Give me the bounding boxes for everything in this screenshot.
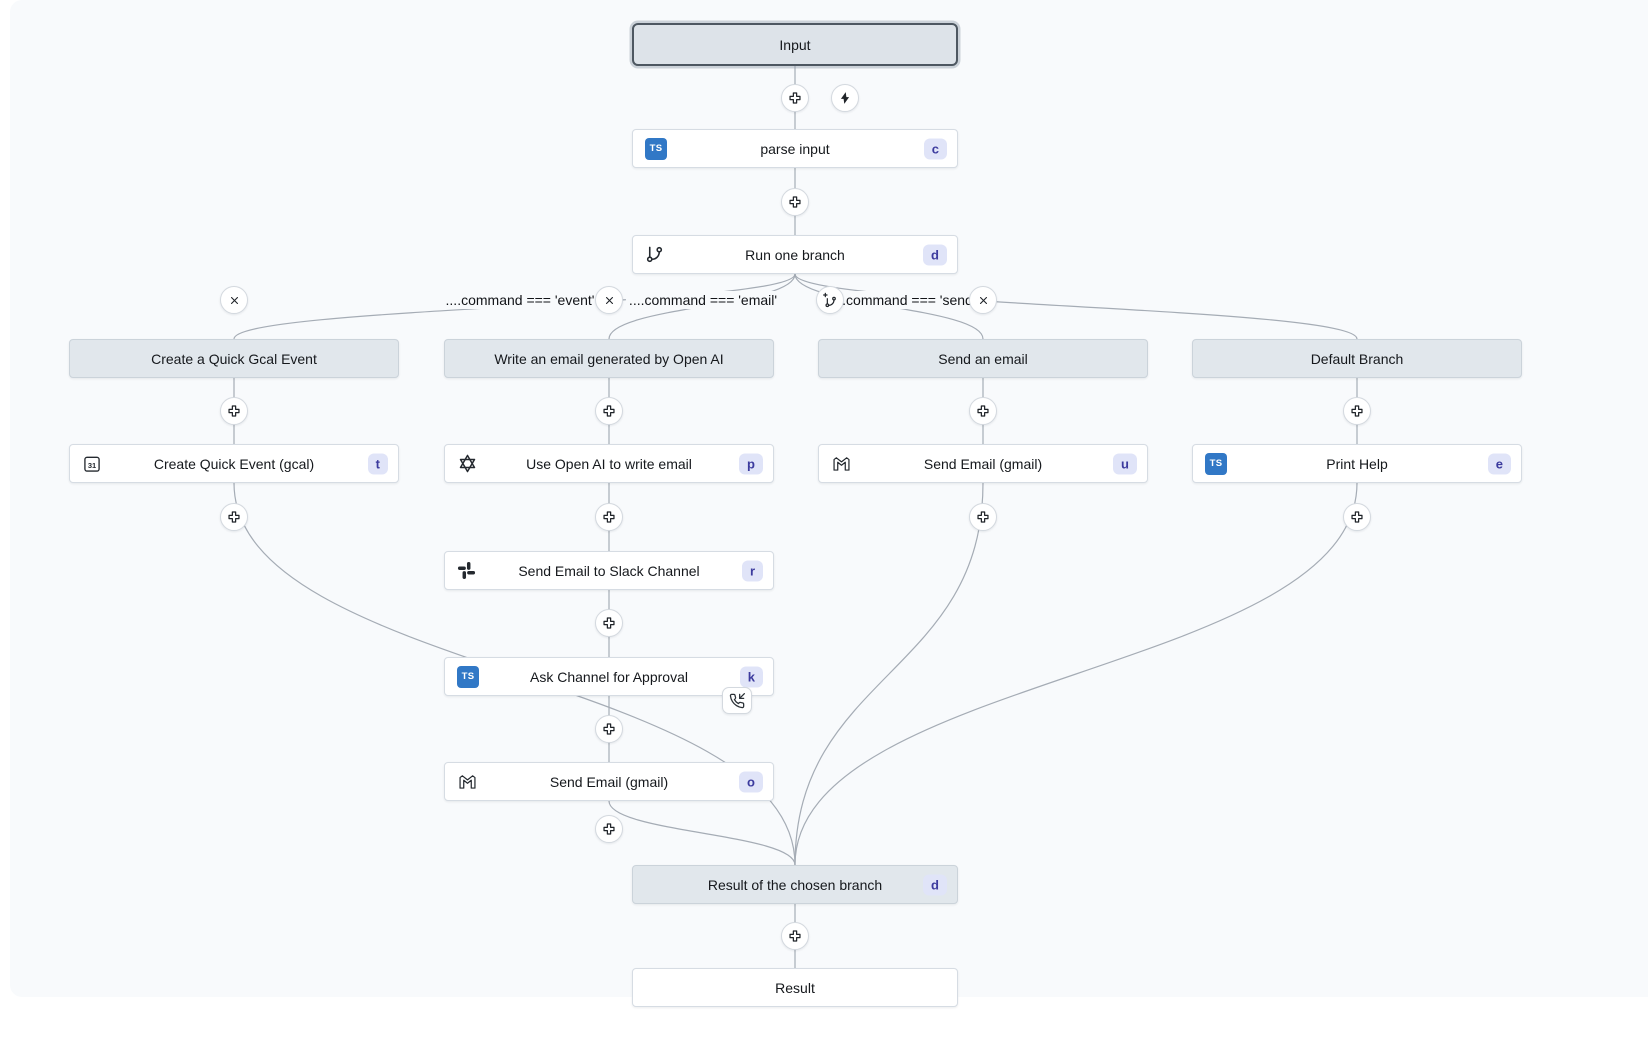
openai-icon [457, 453, 478, 474]
branch-add-icon [822, 292, 838, 308]
plus-icon [1350, 510, 1364, 524]
node-label: parse input [760, 140, 830, 157]
gmail-icon [457, 771, 478, 792]
node-send-email-gmail-branch3[interactable]: Send Email (gmail) u [818, 444, 1148, 483]
node-label: Use Open AI to write email [526, 455, 692, 472]
node-label: Result [775, 979, 815, 996]
add-branch-button[interactable] [816, 286, 844, 314]
node-result-chosen-branch[interactable]: Result of the chosen branch d [632, 865, 958, 904]
plus-icon [788, 929, 802, 943]
phone-incoming-icon [729, 692, 745, 709]
insert-step-button[interactable] [1343, 503, 1371, 531]
insert-step-button[interactable] [220, 503, 248, 531]
shortcut-badge: c [923, 138, 947, 159]
node-label: Create Quick Event (gcal) [153, 455, 315, 472]
shortcut-badge: r [741, 560, 763, 581]
insert-step-button[interactable] [595, 397, 623, 425]
node-label: Input [779, 36, 811, 53]
plus-icon [602, 722, 616, 736]
node-branch-header-default[interactable]: Default Branch [1192, 339, 1522, 378]
plus-icon [1350, 404, 1364, 418]
insert-step-button[interactable] [969, 397, 997, 425]
plus-icon [602, 616, 616, 630]
insert-step-button[interactable] [781, 84, 809, 112]
insert-step-button[interactable] [595, 815, 623, 843]
suspend-approval-badge[interactable] [722, 687, 752, 714]
node-send-email-slack[interactable]: Send Email to Slack Channel r [444, 551, 774, 590]
plus-icon [602, 404, 616, 418]
x-icon [603, 294, 616, 307]
node-input[interactable]: Input [632, 23, 958, 66]
insert-step-button[interactable] [781, 922, 809, 950]
gmail-icon [831, 453, 852, 474]
node-create-quick-event[interactable]: 31 Create Quick Event (gcal) t [69, 444, 399, 483]
plus-icon [788, 195, 802, 209]
node-result[interactable]: Result [632, 968, 958, 1007]
x-icon [228, 294, 241, 307]
insert-step-button[interactable] [595, 715, 623, 743]
shortcut-badge: d [923, 244, 947, 265]
node-label: Send an email [938, 350, 1028, 367]
remove-branch-button[interactable] [969, 286, 997, 314]
shortcut-badge: u [1113, 453, 1137, 474]
insert-step-button[interactable] [1343, 397, 1371, 425]
add-trigger-button[interactable] [831, 84, 859, 112]
plus-icon [976, 510, 990, 524]
shortcut-badge: t [367, 453, 388, 474]
plus-icon [602, 822, 616, 836]
branch-condition-label: ....command === 'send' [827, 291, 979, 309]
insert-step-button[interactable] [969, 503, 997, 531]
gcal-icon: 31 [82, 454, 102, 474]
node-label: Print Help [1326, 455, 1388, 472]
branch-condition-label: ....command === 'email' [625, 291, 781, 309]
branch-condition-label: ....command === 'event' [442, 291, 598, 309]
node-branch-header-send-email[interactable]: Send an email [818, 339, 1148, 378]
ts-icon: TS [1205, 452, 1227, 475]
shortcut-badge: o [739, 771, 763, 792]
plus-icon [602, 510, 616, 524]
plus-icon [788, 91, 802, 105]
node-send-email-gmail-branch2[interactable]: Send Email (gmail) o [444, 762, 774, 801]
remove-branch-button[interactable] [595, 286, 623, 314]
bolt-icon [838, 91, 852, 105]
node-print-help[interactable]: TS Print Help e [1192, 444, 1522, 483]
shortcut-badge: d [923, 874, 947, 895]
shortcut-badge: e [1487, 453, 1511, 474]
node-label: Run one branch [745, 246, 845, 263]
node-label: Result of the chosen branch [707, 876, 883, 893]
git-branch-icon [645, 245, 664, 264]
insert-step-button[interactable] [781, 188, 809, 216]
node-run-one-branch[interactable]: Run one branch d [632, 235, 958, 274]
node-label: Write an email generated by Open AI [494, 350, 724, 367]
ts-icon: TS [645, 137, 667, 160]
node-label: Create a Quick Gcal Event [151, 350, 317, 367]
slack-icon [457, 561, 476, 580]
node-label: Default Branch [1310, 350, 1404, 367]
node-label: Send Email (gmail) [923, 455, 1043, 472]
insert-step-button[interactable] [595, 609, 623, 637]
plus-icon [227, 510, 241, 524]
remove-branch-button[interactable] [220, 286, 248, 314]
plus-icon [976, 404, 990, 418]
node-label: Ask Channel for Approval [530, 668, 688, 685]
plus-icon [227, 404, 241, 418]
shortcut-badge: k [739, 666, 763, 687]
ts-icon: TS [457, 665, 479, 688]
node-branch-header-openai-email[interactable]: Write an email generated by Open AI [444, 339, 774, 378]
svg-text:31: 31 [88, 460, 96, 469]
node-ask-channel-approval[interactable]: TS Ask Channel for Approval k [444, 657, 774, 696]
insert-step-button[interactable] [220, 397, 248, 425]
x-icon [977, 294, 990, 307]
shortcut-badge: p [739, 453, 763, 474]
node-branch-header-gcal-event[interactable]: Create a Quick Gcal Event [69, 339, 399, 378]
node-label: Send Email (gmail) [549, 773, 669, 790]
node-parse-input[interactable]: TS parse input c [632, 129, 958, 168]
insert-step-button[interactable] [595, 503, 623, 531]
node-use-openai-write-email[interactable]: Use Open AI to write email p [444, 444, 774, 483]
node-label: Send Email to Slack Channel [518, 562, 700, 579]
